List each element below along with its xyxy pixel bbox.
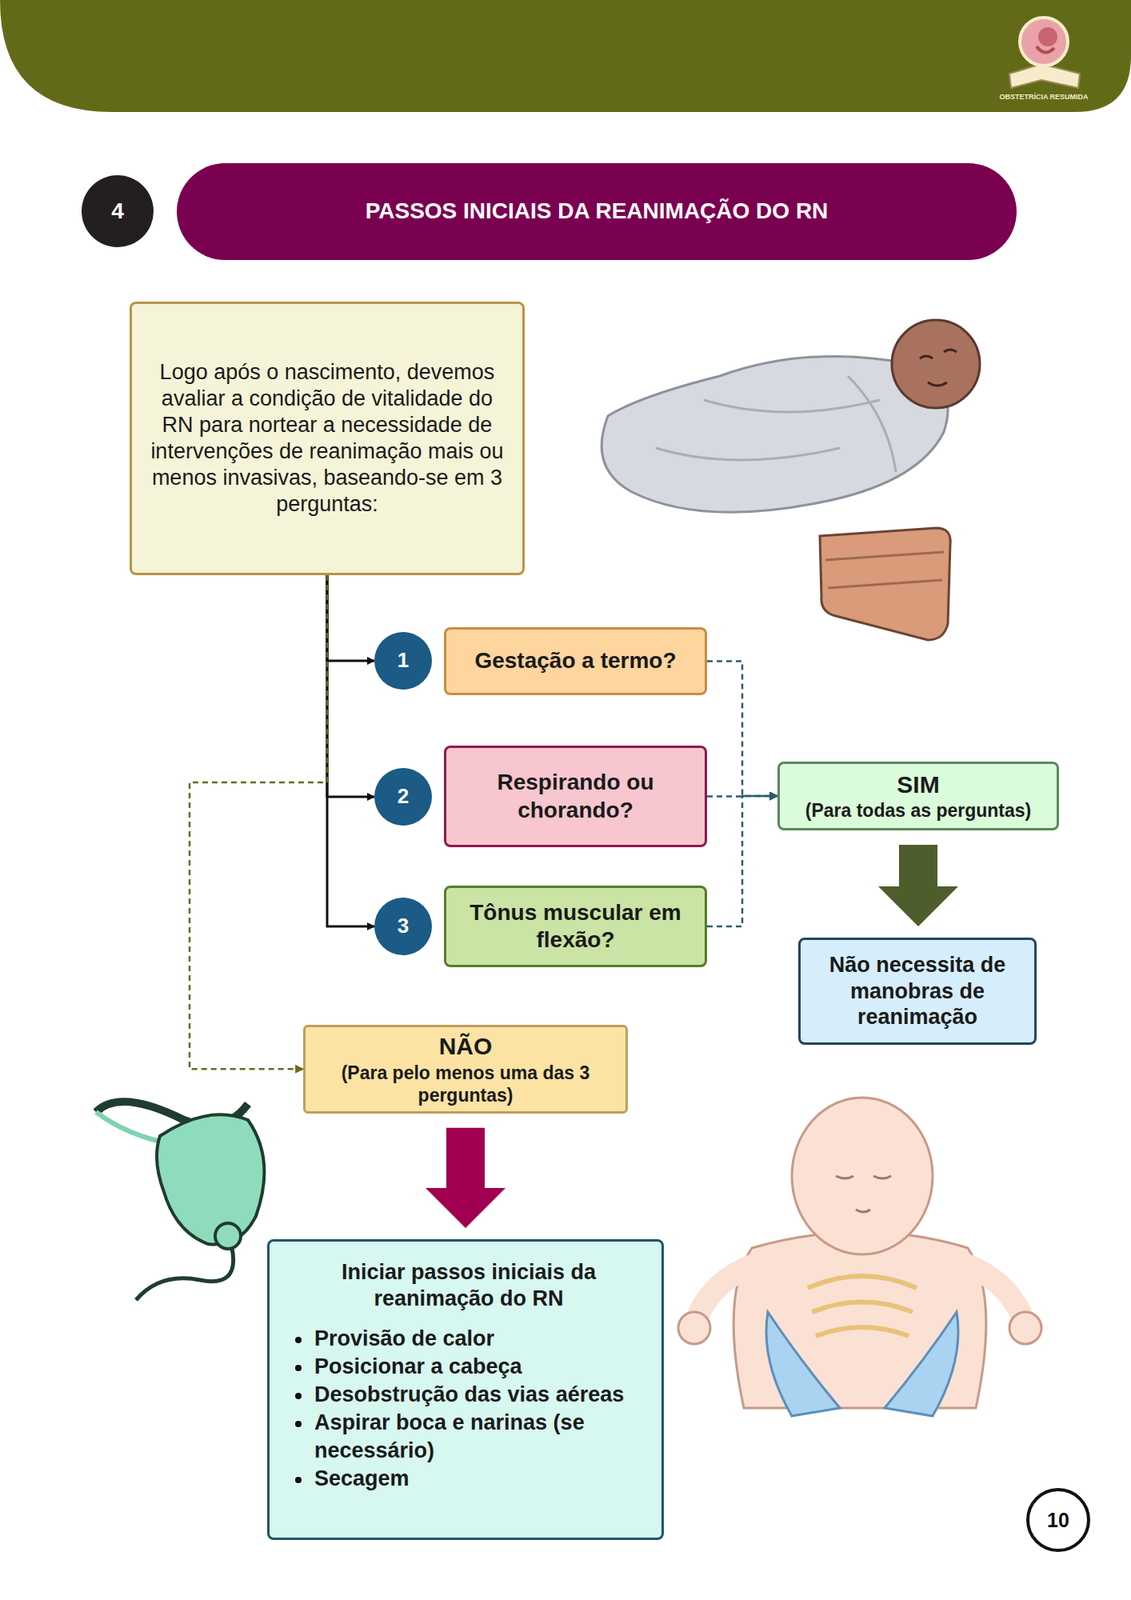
logo xyxy=(1009,17,1080,88)
title-text: PASSOS INICIAIS DA REANIMAÇÃO DO RN xyxy=(365,197,829,225)
connector xyxy=(707,795,778,927)
sub-text: (Para pelo menos uma das 3 perguntas) xyxy=(313,1061,618,1107)
swaddled-baby xyxy=(601,319,980,512)
result-box: Não necessita de manobras de reanimação xyxy=(798,937,1037,1045)
connector-path xyxy=(707,795,778,927)
bullet-item: Posicionar a cabeça xyxy=(287,1352,651,1381)
bullet-item: Aspirar boca e narinas (se necessário) xyxy=(287,1408,651,1465)
text-run: Não necessita de manobras de reanimação xyxy=(829,952,1007,1030)
text-run: Gestação a termo? xyxy=(474,647,676,673)
text-run: Secagem xyxy=(314,1466,410,1491)
node-text: Respirando ou chorando? xyxy=(455,768,696,824)
text-run: Tônus muscular em flexão? xyxy=(469,899,682,952)
text-run: Provisão de calor xyxy=(314,1326,495,1351)
node-text: 3 xyxy=(397,913,409,940)
block-arrow xyxy=(878,844,959,927)
bullet-item: Secagem xyxy=(287,1464,651,1493)
connector xyxy=(189,575,328,1069)
text-run: 1 xyxy=(397,647,409,672)
answer-box: NÃO(Para pelo menos uma das 3 perguntas) xyxy=(303,1024,628,1114)
text-run: Respirando ou chorando? xyxy=(496,769,654,822)
question-number: 2 xyxy=(374,767,432,826)
intro-box: Logo após o nascimento, devemos avaliar … xyxy=(129,301,525,576)
text-run: 4 xyxy=(111,198,124,224)
question-box: Respirando ou chorando? xyxy=(443,745,708,848)
title-band: PASSOS INICIAIS DA REANIMAÇÃO DO RN xyxy=(176,163,1017,260)
page-number: 10 xyxy=(1026,1487,1091,1552)
arrow-shape xyxy=(878,844,959,927)
bullet-dot xyxy=(295,1392,302,1399)
node-text: Iniciar passos iniciais da reanimação do… xyxy=(287,1258,651,1312)
node-text: NÃO xyxy=(439,1031,493,1062)
folded-towel xyxy=(819,527,951,640)
step-number: 4 xyxy=(81,175,154,248)
question-number: 3 xyxy=(374,897,432,956)
logo-text: OBSTETRÍCIA RESUMIDA xyxy=(991,92,1096,102)
connector xyxy=(707,661,778,797)
oxygen-mask xyxy=(95,1101,264,1300)
bullet-item: Provisão de calor xyxy=(287,1324,651,1353)
node-text: Tônus muscular em flexão? xyxy=(455,899,696,954)
text-run: 3 xyxy=(397,913,409,938)
text-run: Logo após o nascimento, devemos avaliar … xyxy=(150,359,504,516)
connector-path xyxy=(707,661,778,797)
sub-text: (Para todas as perguntas) xyxy=(805,799,1032,822)
header-band xyxy=(0,0,1131,112)
bullet-dot xyxy=(295,1476,302,1483)
connector-path xyxy=(327,575,375,927)
text-run: Posicionar a cabeça xyxy=(314,1354,523,1379)
text-run: (Para todas as perguntas) xyxy=(805,799,1032,821)
text-run: 10 xyxy=(1047,1508,1070,1531)
text-run: Desobstrução das vias aéreas xyxy=(314,1382,624,1407)
text-run: SIM xyxy=(896,771,940,798)
question-box: Gestação a termo? xyxy=(443,627,708,696)
text-run: NÃO xyxy=(439,1032,493,1060)
node-text: 10 xyxy=(1047,1507,1070,1533)
connector xyxy=(327,575,375,797)
text-run: 2 xyxy=(397,783,409,808)
connector-path xyxy=(327,575,375,797)
connector-path xyxy=(189,575,328,1069)
connector-path xyxy=(327,575,375,661)
connector xyxy=(327,575,375,661)
text-run: (Para pelo menos uma das 3 perguntas) xyxy=(341,1062,591,1106)
node-text: SIM xyxy=(896,770,940,800)
text-run: Aspirar boca e narinas (se necessário) xyxy=(314,1410,585,1463)
newborn-chest xyxy=(678,1097,1042,1416)
node-text: Gestação a termo? xyxy=(474,647,676,675)
block-arrow xyxy=(425,1127,506,1228)
bullet-item: Desobstrução das vias aéreas xyxy=(287,1380,651,1409)
text-run: Iniciar passos iniciais da reanimação do… xyxy=(341,1259,596,1311)
answer-box: SIM(Para todas as perguntas) xyxy=(777,761,1060,831)
node-text: 4 xyxy=(111,197,124,225)
action-box: Iniciar passos iniciais da reanimação do… xyxy=(267,1238,664,1540)
node-text: 2 xyxy=(397,783,409,810)
node-text: Logo após o nascimento, devemos avaliar … xyxy=(149,359,505,518)
bullet-dot xyxy=(295,1336,302,1343)
arrow-shape xyxy=(425,1127,506,1228)
node-text: 1 xyxy=(397,647,409,674)
connector xyxy=(327,575,375,927)
question-number: 1 xyxy=(374,631,432,690)
question-box: Tônus muscular em flexão? xyxy=(443,885,708,968)
node-text: Não necessita de manobras de reanimação xyxy=(810,951,1025,1032)
bullet-dot xyxy=(295,1364,302,1371)
bullet-dot xyxy=(295,1420,302,1427)
